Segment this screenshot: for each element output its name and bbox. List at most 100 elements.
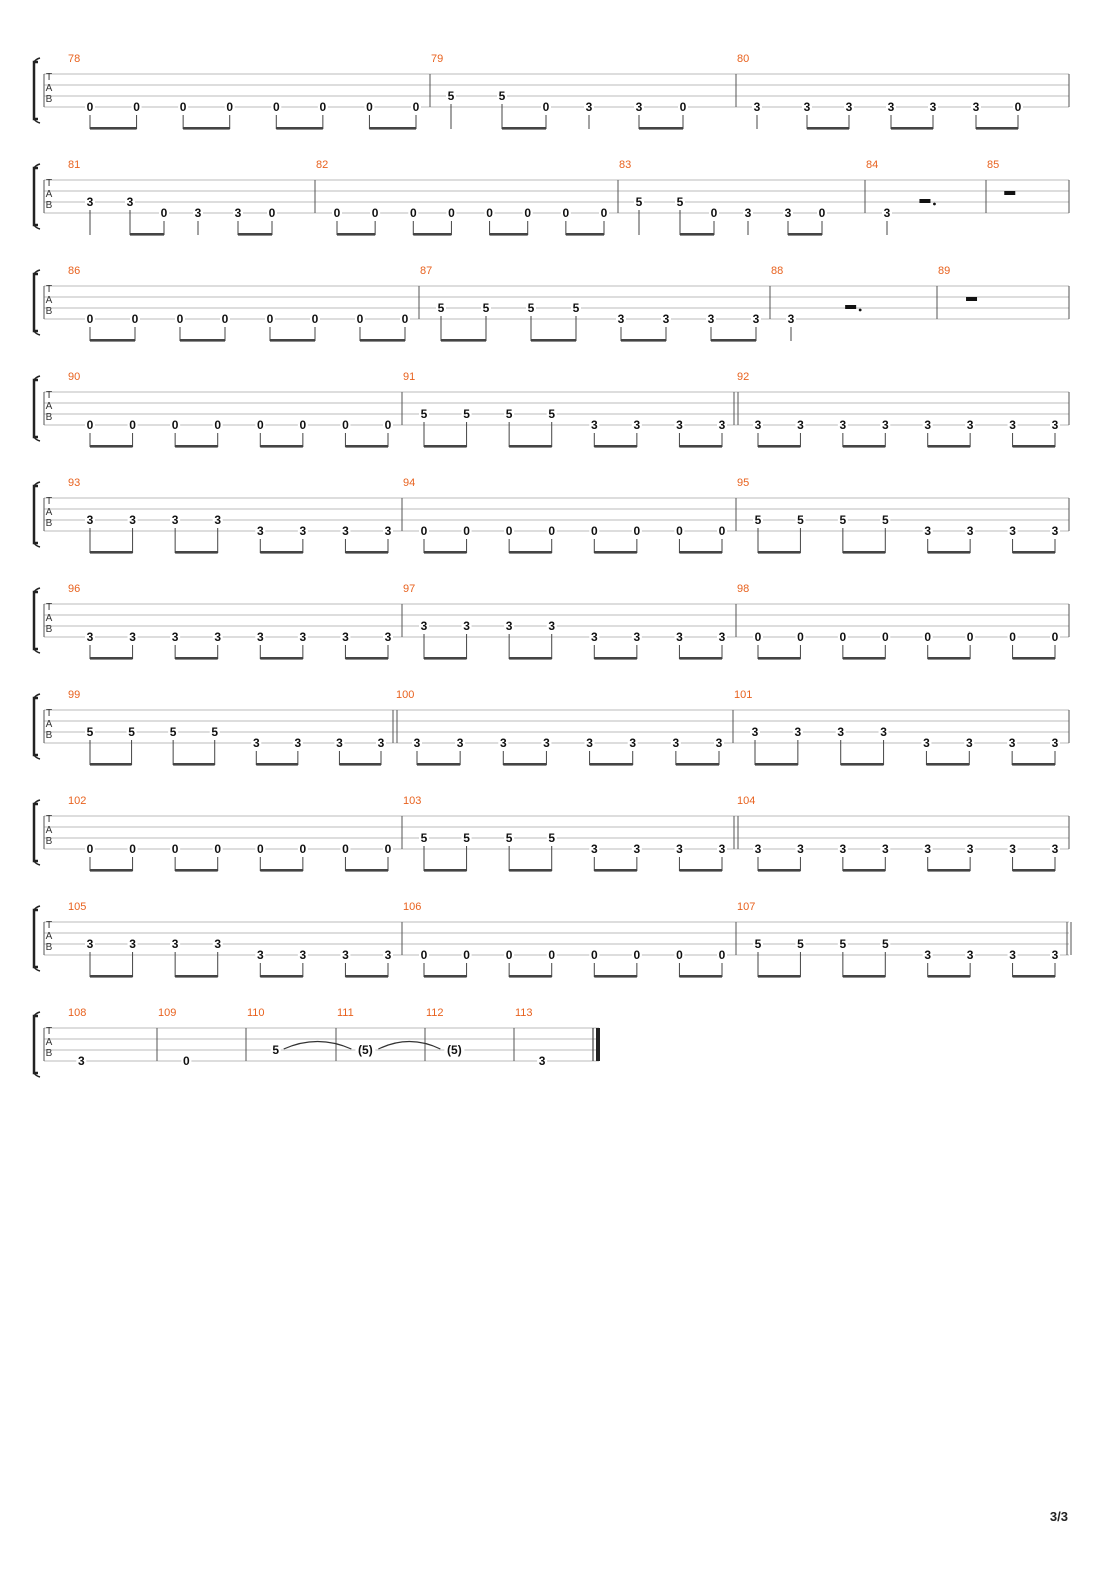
fret-number: 3 [253,736,260,750]
fret-bg [209,728,220,739]
fret-bg [1007,739,1018,750]
fret-number: 0 [300,842,307,856]
measure-number: 95 [737,477,749,489]
measure-number: 85 [987,159,999,171]
fret-bg [546,410,557,421]
fret-number: 0 [312,312,319,326]
fret-number: 3 [924,524,931,538]
beam [90,551,133,554]
fret-bg [497,92,507,103]
beam [679,551,722,554]
fret-number: 0 [486,206,493,220]
fret-number: 5 [421,407,428,421]
fret-number: 5 [211,725,218,739]
fret-bg [971,103,981,114]
fret-bg [922,845,933,856]
fret-number: 3 [1009,524,1016,538]
fret-bg [844,103,854,114]
tab-clef-b: B [46,730,53,741]
beam [788,233,822,236]
fret-bg [837,940,848,951]
fret-number: 3 [804,100,811,114]
fret-number: 0 [334,206,341,220]
fret-number: 0 [183,1054,190,1068]
fret-bg [584,739,595,750]
fret-number: 3 [300,948,307,962]
fret-number: 3 [586,736,593,750]
measure-84: 843 [866,159,936,235]
tab-clef-t: T [46,178,52,189]
fret-number: 3 [797,418,804,432]
system-bracket [32,908,38,969]
beam [175,657,218,660]
tab-clef-a: A [46,931,53,942]
beam [842,445,886,448]
beam [1012,763,1055,766]
fret-bg [481,304,491,315]
fret-number: 0 [719,948,726,962]
system-bracket-hooks [33,57,41,124]
beam [360,339,405,342]
fret-number: 5 [882,513,889,527]
tab-clef-b: B [46,624,53,635]
fret-bg [85,198,95,209]
fret-bg [170,845,181,856]
fret-number: 0 [421,524,428,538]
beam [260,551,303,554]
measure-number: 83 [619,159,631,171]
fret-number: 3 [421,619,428,633]
measure-number: 112 [426,1007,444,1019]
fret-bg [795,845,806,856]
fret-number: 0 [548,524,555,538]
fret-number: 3 [634,630,641,644]
fret-bg [332,209,342,220]
fret-number: 0 [967,630,974,644]
measure-number: 98 [737,583,749,595]
fret-bg [170,940,181,951]
beam [417,763,461,766]
measure-number: 100 [396,689,414,701]
fret-number: 5 [170,725,177,739]
fret-bg [717,527,727,538]
fret-number: 5 [463,831,470,845]
fret-number: 3 [342,630,349,644]
fret-bg [292,739,303,750]
fret-number: 0 [882,630,889,644]
measure-number: 84 [866,159,878,171]
fret-number: 0 [1015,100,1022,114]
fret-bg [85,421,95,432]
fret-number: 3 [414,736,421,750]
beam [621,339,666,342]
tab-clef-b: B [46,1048,53,1059]
tab-clef-a: A [46,1037,53,1048]
fret-bg [340,633,351,644]
fret-number: 0 [413,100,420,114]
fret-bg [76,1057,87,1068]
fret-number: 3 [214,630,221,644]
fret-bg [127,845,138,856]
beam [413,233,452,236]
beam [927,445,971,448]
measure-number: 82 [316,159,328,171]
fret-number: 5 [573,301,580,315]
fret-bg [310,315,320,326]
fret-number: 3 [967,418,974,432]
measure-number: 88 [771,265,783,277]
fret-bg [634,198,644,209]
beam [531,339,576,342]
beam [489,233,528,236]
system-bracket-hooks [33,375,41,442]
fret-number: 3 [342,524,349,538]
system-bracket-hooks [33,163,41,230]
tie-arc [283,1040,352,1050]
fret-number: 3 [500,736,507,750]
fret-bg [317,103,328,114]
beam [1012,445,1055,448]
fret-number: 5 [421,831,428,845]
fret-number: 3 [87,513,94,527]
beam [90,339,135,342]
